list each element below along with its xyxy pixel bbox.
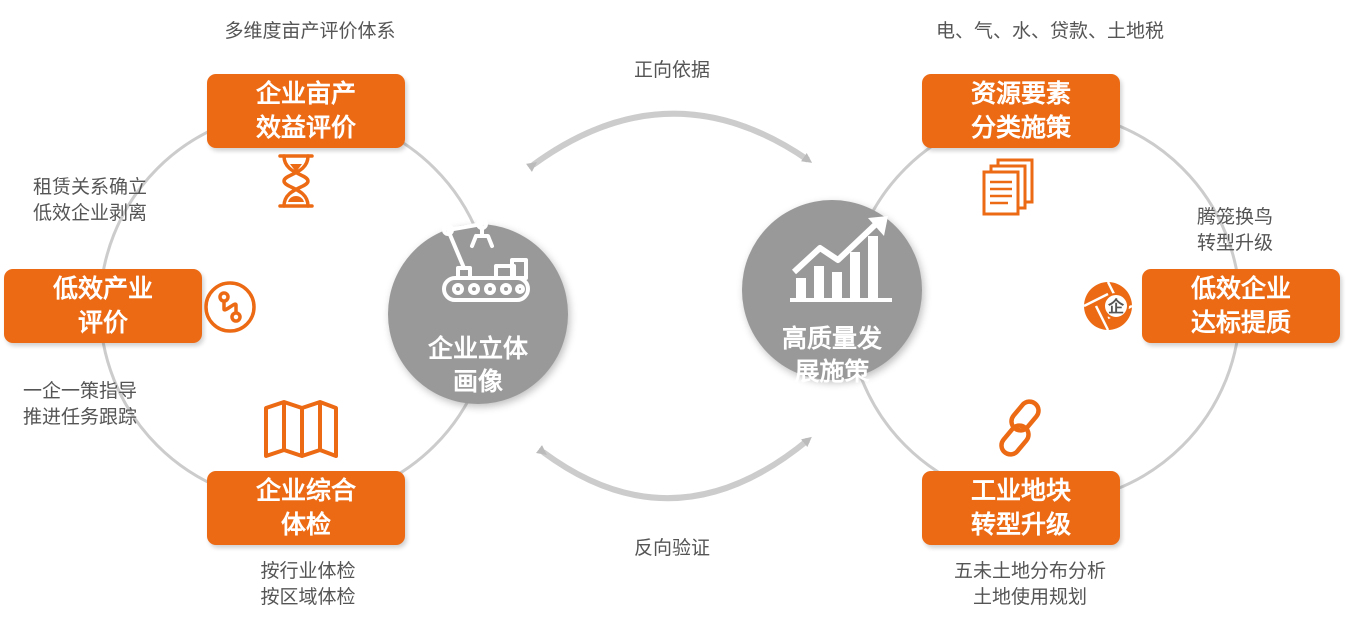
left-cycle-title: 多维度亩产评价体系 <box>224 20 396 42</box>
box-line: 体检 <box>280 510 331 539</box>
right-cycle-title: 电、气、水、贷款、土地税 <box>935 20 1164 42</box>
box-line: 低效产业 <box>52 274 153 303</box>
label-land-analysis: 五未土地分布分析 土地使用规划 <box>925 558 1135 610</box>
hub-line: 企业立体 <box>427 334 528 363</box>
box-line: 转型升级 <box>970 510 1071 539</box>
growth-chart-icon <box>790 216 892 302</box>
hub-high-quality-text: 高质量发 展施策 <box>742 322 922 388</box>
box-line: 低效企业 <box>1190 274 1291 303</box>
box-line: 资源要素 <box>970 79 1071 108</box>
hub-line: 画像 <box>452 367 503 396</box>
label-line: 租赁关系确立 <box>32 176 147 198</box>
label-cage-swap: 腾笼换鸟 转型升级 <box>1165 204 1305 256</box>
label-line: 推进任务跟踪 <box>22 406 137 428</box>
label-line: 土地使用规划 <box>972 586 1087 608</box>
box-line: 企业亩产 <box>255 79 356 108</box>
box-low-efficiency-industry: 低效产业 评价 <box>4 269 202 343</box>
box-resource-policy: 资源要素 分类施策 <box>922 74 1120 148</box>
hub-enterprise-portrait <box>388 224 568 404</box>
label-line: 一企一策指导 <box>22 380 137 402</box>
forward-basis-label: 正向依据 <box>633 59 710 81</box>
label-line: 腾笼换鸟 <box>1196 206 1273 228</box>
label-line: 低效企业剥离 <box>32 202 147 224</box>
chain-link-icon <box>999 399 1041 457</box>
box-line: 效益评价 <box>255 113 356 142</box>
aperture-badge-char: 企 <box>1107 297 1125 316</box>
box-line: 评价 <box>77 308 128 337</box>
hub-line: 展施策 <box>794 357 870 386</box>
documents-icon <box>982 158 1034 216</box>
forward-arrow <box>526 110 813 172</box>
box-industrial-land: 工业地块 转型升级 <box>922 471 1120 545</box>
hub-line: 高质量发 <box>781 324 882 353</box>
label-line: 转型升级 <box>1196 232 1273 254</box>
aperture-icon: 企 <box>1083 281 1133 331</box>
reverse-verify-label: 反向验证 <box>633 537 710 559</box>
box-line: 分类施策 <box>970 113 1071 142</box>
box-line: 达标提质 <box>1190 308 1291 337</box>
box-enterprise-checkup: 企业综合 体检 <box>207 471 405 545</box>
hub-enterprise-portrait-text: 企业立体 画像 <box>388 332 568 398</box>
label-line: 按区域体检 <box>260 586 356 608</box>
reverse-arrow <box>536 436 812 502</box>
label-lease-relation: 租赁关系确立 低效企业剥离 <box>10 174 170 226</box>
box-line: 工业地块 <box>970 476 1071 505</box>
box-enterprise-mu-benefit: 企业亩产 效益评价 <box>207 74 405 148</box>
label-line: 五未土地分布分析 <box>953 560 1106 582</box>
label-line: 按行业体检 <box>260 560 356 582</box>
map-icon <box>264 400 338 458</box>
box-line: 企业综合 <box>255 476 356 505</box>
label-one-policy: 一企一策指导 推进任务跟踪 <box>0 378 160 430</box>
robot-arm-icon <box>442 218 530 302</box>
box-low-efficiency-upgrade: 低效企业 达标提质 <box>1142 269 1340 343</box>
route-icon <box>204 281 256 333</box>
hourglass-icon <box>278 154 314 208</box>
label-checkup-types: 按行业体检 按区域体检 <box>228 558 388 610</box>
